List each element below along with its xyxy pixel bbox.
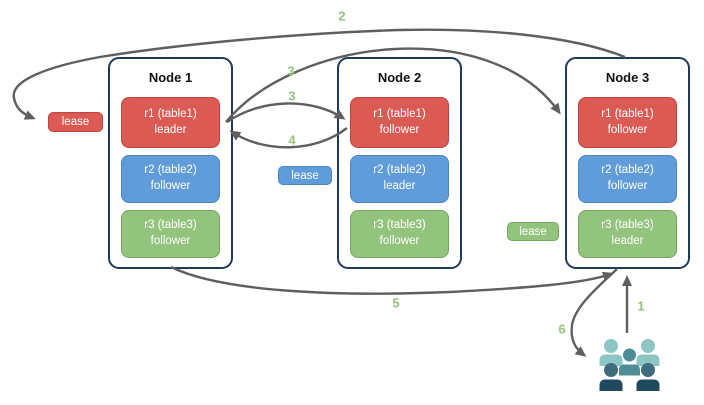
replica-role: follower — [607, 180, 648, 192]
node-2-replica-r1: r1 (table1) follower — [350, 97, 449, 148]
replica-label: r2 (table2) — [144, 164, 197, 177]
node-1-replica-r3: r3 (table3) follower — [121, 210, 220, 258]
step-label-5: 5 — [392, 295, 400, 311]
replica-role: leader — [611, 235, 644, 247]
replica-role: follower — [150, 180, 191, 192]
replica-label: r2 (table2) — [373, 164, 426, 177]
lease-badge-red: lease — [48, 112, 103, 132]
node-2-replica-r3: r3 (table3) follower — [350, 210, 449, 258]
node-3-replica-r3: r3 (table3) leader — [578, 210, 677, 258]
node-3-title: Node 3 — [605, 70, 650, 85]
step-label-3b: 3 — [288, 88, 296, 104]
arrow-step-2 — [12, 28, 626, 120]
replica-label: r2 (table2) — [601, 164, 654, 177]
replica-label: r1 (table1) — [601, 107, 654, 120]
replica-role: leader — [154, 123, 187, 136]
lease-badge-green: lease — [507, 222, 559, 241]
replica-role: leader — [383, 180, 416, 192]
node-3: Node 3 r1 (table1) follower r2 (table2) … — [565, 57, 690, 269]
node-3-replica-r1: r1 (table1) follower — [578, 97, 677, 148]
node-1-title: Node 1 — [148, 70, 193, 85]
step-label-2: 2 — [338, 8, 346, 24]
node-2-replica-r2: r2 (table2) leader — [350, 155, 449, 203]
replica-label: r3 (table3) — [601, 219, 654, 232]
node-2: Node 2 r1 (table1) follower r2 (table2) … — [337, 57, 462, 269]
replica-label: r1 (table1) — [144, 107, 197, 120]
step-label-6: 6 — [558, 321, 566, 337]
users-icon — [599, 339, 660, 391]
replica-role: follower — [379, 235, 420, 247]
lease-badge-blue: lease — [278, 166, 332, 185]
step-label-1: 1 — [637, 298, 645, 314]
replica-role: follower — [150, 235, 191, 247]
step-label-4: 4 — [288, 132, 296, 148]
step-label-3a: 3 — [287, 63, 295, 79]
replica-role: follower — [379, 123, 420, 136]
replica-role: follower — [607, 123, 648, 136]
node-1-replica-r1: r1 (table1) leader — [121, 97, 220, 148]
arrow-step-4-to-node1 — [229, 127, 348, 149]
arrow-step-5 — [170, 265, 614, 295]
node-2-title: Node 2 — [377, 70, 422, 85]
node-1: Node 1 r1 (table1) leader r2 (table2) fo… — [108, 57, 233, 269]
arrow-step-3-to-node2 — [226, 102, 346, 123]
node-3-replica-r2: r2 (table2) follower — [578, 155, 677, 203]
replica-label: r1 (table1) — [373, 107, 426, 120]
node-1-replica-r2: r2 (table2) follower — [121, 155, 220, 203]
replica-label: r3 (table3) — [373, 219, 426, 232]
replica-label: r3 (table3) — [144, 219, 197, 232]
